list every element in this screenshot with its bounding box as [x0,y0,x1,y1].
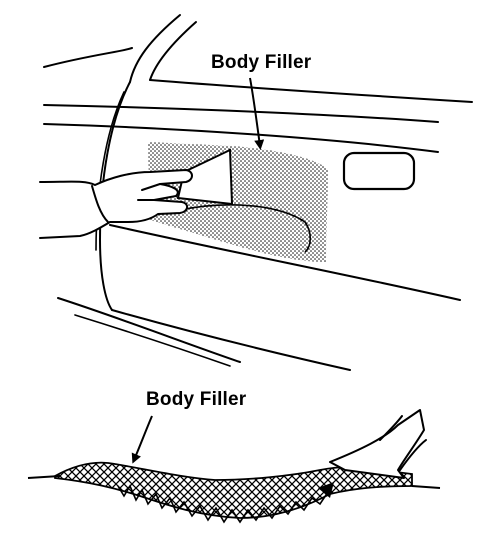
cross-section [27,461,441,524]
body-filler-label-bottom: Body Filler [146,389,247,410]
door-top-line-lower [43,123,439,153]
window-pillar-outer [129,14,181,83]
roof-line [43,47,133,68]
body-side-line [109,224,461,301]
door-handle [342,151,416,191]
rocker-line-3 [74,314,231,367]
surface-line [27,475,61,479]
spread-arrow [318,482,334,498]
bottom-label-arrow [131,415,153,464]
hand [39,169,193,239]
spreader-tool [176,148,234,206]
rocker-line-1 [111,309,351,371]
section-spreader [329,409,427,479]
body-filler-label-top: Body Filler [211,52,312,73]
dent-zigzag [117,484,329,524]
window-bottom-edge [149,79,473,103]
surface-line-right [411,485,441,489]
top-label-arrow [249,77,265,150]
car-body-panel [43,14,473,371]
rocker-line-2 [57,297,241,363]
window-pillar-inner [149,21,197,81]
door-top-line [43,104,439,123]
